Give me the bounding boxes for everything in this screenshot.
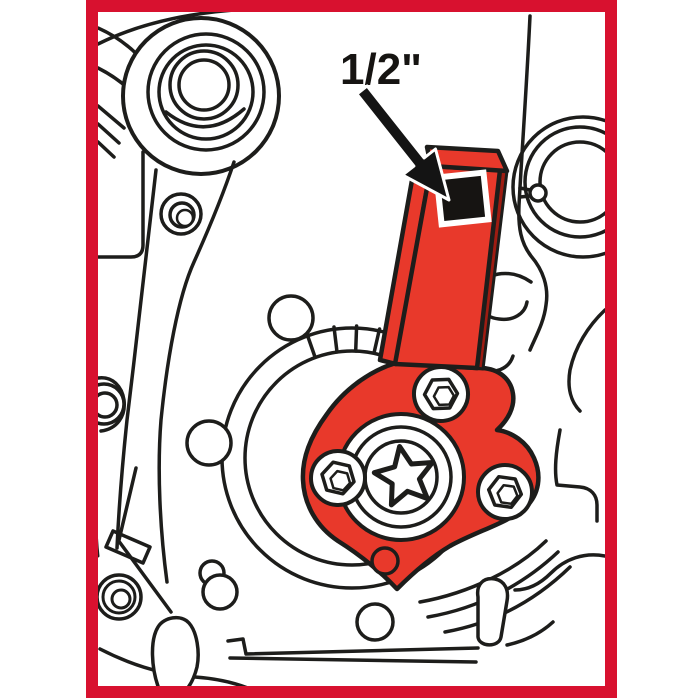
housing-rib <box>372 327 382 355</box>
belt-rib <box>98 122 121 145</box>
hex-bolt <box>309 449 368 508</box>
frame-border <box>86 0 617 698</box>
left-flange-bolt <box>98 376 126 558</box>
pan-boss <box>150 615 200 686</box>
belt-rib <box>98 104 126 130</box>
square-drive-socket <box>433 169 492 228</box>
plate-hole <box>370 546 400 576</box>
tensioner-arm <box>115 168 158 550</box>
crankshaft-turning-tool <box>300 144 541 592</box>
flange-boss <box>185 419 233 467</box>
flange-boss <box>267 294 315 342</box>
pointer-arrow-icon <box>355 84 451 202</box>
drive-square <box>440 175 486 221</box>
bracket-edge <box>98 150 145 259</box>
housing-rib <box>353 324 359 353</box>
boss-pair <box>198 559 239 611</box>
engine-line-art <box>98 12 605 686</box>
hex-bolt <box>478 465 532 519</box>
lower-left-bolt <box>98 573 143 621</box>
housing-rib <box>332 325 339 354</box>
arm-pivot-bolt <box>159 192 203 236</box>
torx-bolt-icon <box>371 444 435 508</box>
idler-pulley <box>511 115 605 259</box>
belt-rib <box>98 140 116 159</box>
flange-boss <box>355 602 395 642</box>
tensioner-pulley <box>121 16 281 176</box>
lower-bracket <box>104 466 173 614</box>
housing-rib <box>305 332 317 359</box>
tensioner-arm <box>157 160 236 584</box>
size-label: 1/2" <box>340 45 422 94</box>
